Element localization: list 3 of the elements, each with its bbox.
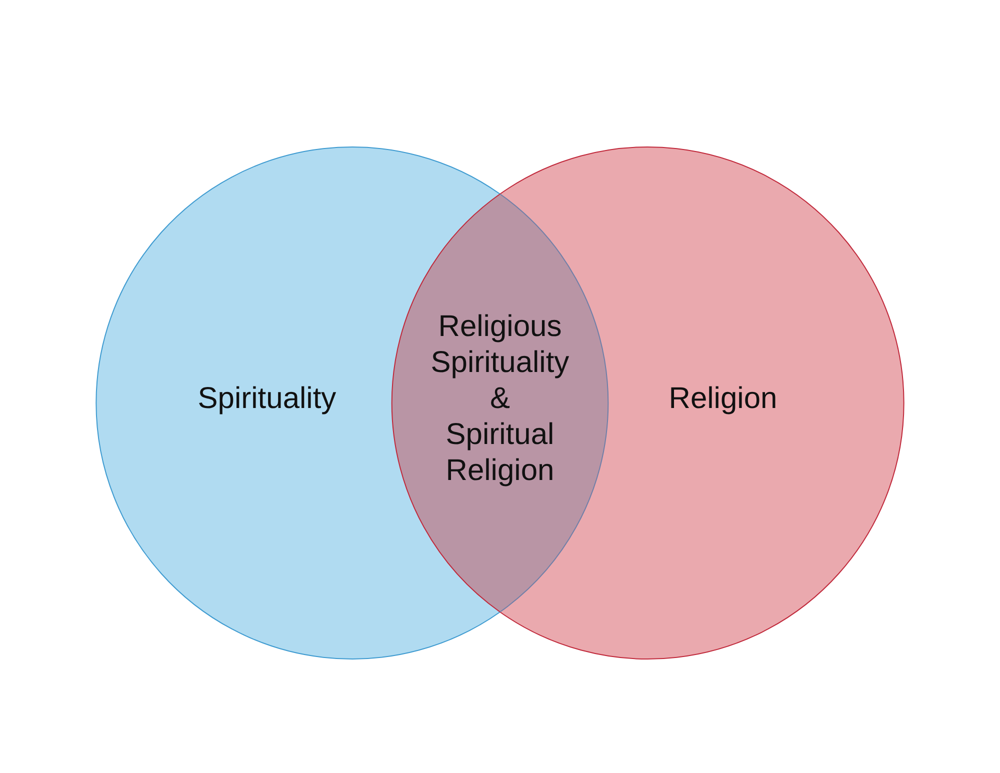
overlap-label: Religious Spirituality & Spiritual Religion	[430, 309, 570, 489]
circle-label: Religion	[668, 381, 778, 417]
circle-label: Spirituality	[196, 381, 338, 417]
